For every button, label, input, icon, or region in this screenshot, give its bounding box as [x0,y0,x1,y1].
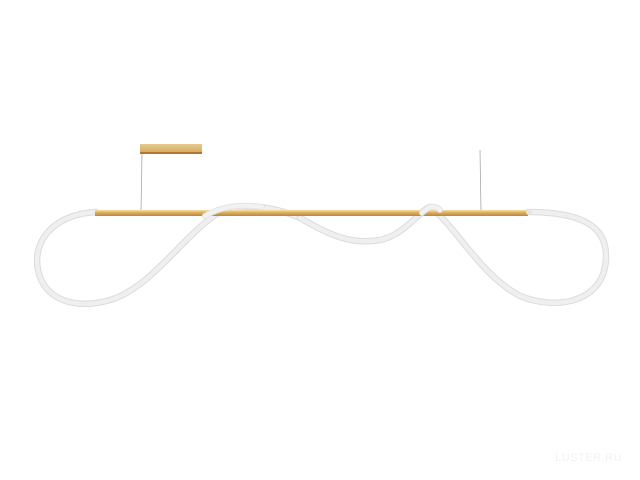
watermark-text: LUSTER.RU [555,452,622,464]
ceiling-canopy [140,144,202,154]
gold-linear-bar [95,210,528,216]
suspension-wire-left [140,152,143,213]
led-tube-end-right [526,209,532,215]
suspension-wire-right [479,149,482,213]
